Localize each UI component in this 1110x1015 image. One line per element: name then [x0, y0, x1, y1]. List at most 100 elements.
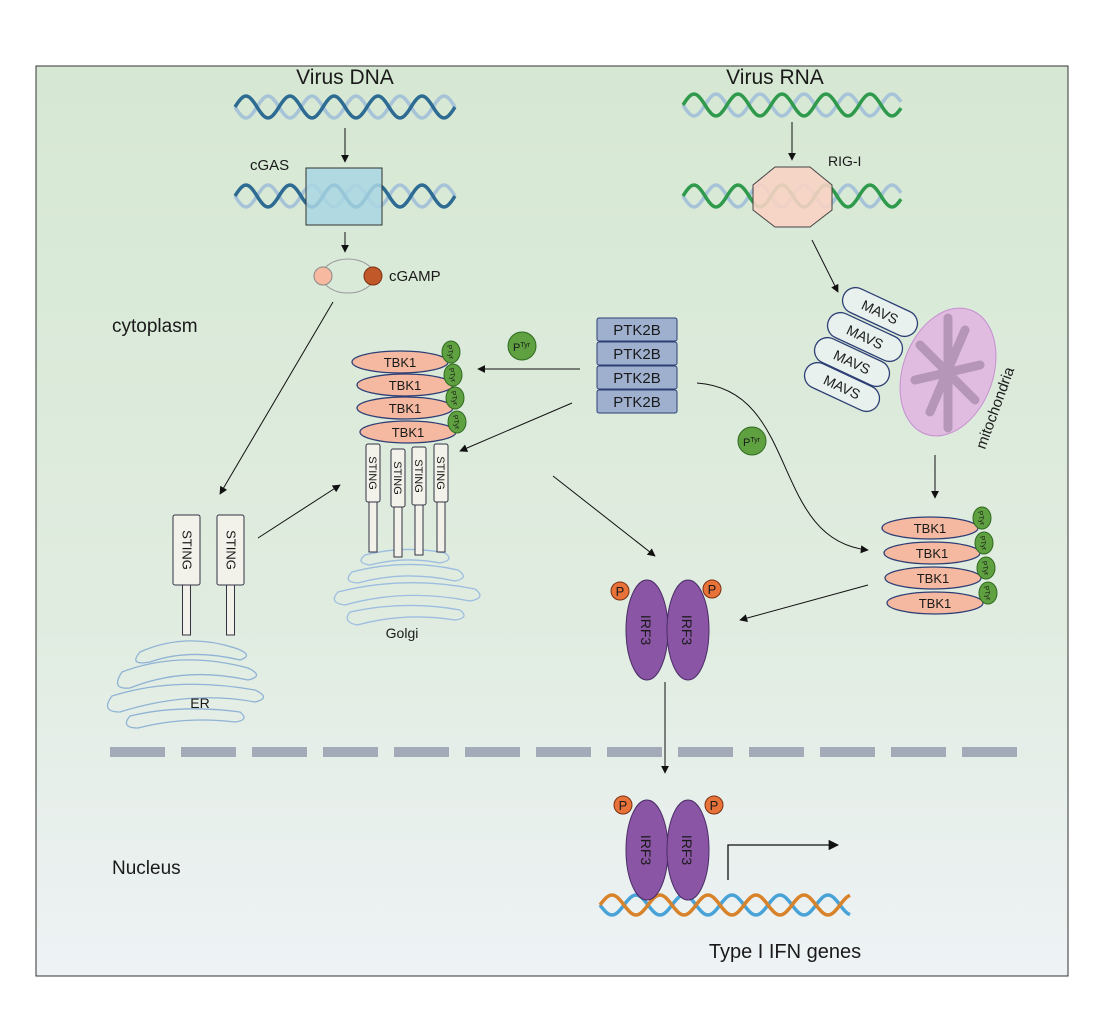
sting-label: STING [412, 459, 424, 493]
irf3-label: IRF3 [679, 615, 695, 646]
golgi-label: Golgi [386, 625, 419, 641]
sting-protein [365, 443, 381, 503]
phosphate-group [613, 795, 633, 815]
arrow [739, 584, 869, 622]
membrane-segment [536, 747, 591, 757]
irf3-label: IRF3 [638, 835, 654, 866]
ptyr-label: PTyr [445, 345, 455, 361]
nucleus-label: Nucleus [112, 858, 181, 879]
ptk2b-label: PTK2B [613, 394, 661, 411]
ptyr-modification [972, 506, 992, 530]
tbk1-label: TBK1 [389, 378, 422, 393]
membrane-segment [181, 747, 236, 757]
phosphate-group [702, 579, 722, 599]
phosphate-label: P [619, 798, 628, 813]
tbk1-label: TBK1 [917, 571, 950, 586]
sting-transmembrane [226, 584, 235, 636]
ptyr-label: PTyr [980, 561, 990, 577]
golgi-organelle [333, 548, 481, 626]
cgamp-nucleotide [363, 266, 383, 286]
rig-i-octagon [752, 166, 833, 228]
ptk2b-protein [596, 317, 678, 342]
sting-label: STING [434, 456, 446, 490]
svg-text:PTyr: PTyr [513, 342, 531, 354]
strand [233, 94, 457, 120]
virus-rna-label: Virus RNA [726, 66, 824, 89]
arrow [459, 402, 573, 452]
membrane-segment [678, 747, 733, 757]
virus-dna-helix [233, 94, 457, 120]
arrow [257, 484, 341, 539]
ptyr-label: PTyr [449, 391, 459, 407]
mitochondrion [899, 307, 997, 437]
membrane-segment [465, 747, 520, 757]
strand [598, 893, 851, 917]
er-label: ER [190, 695, 209, 711]
ptk2b-label: PTK2B [613, 370, 661, 387]
phosphate-label: P [616, 584, 625, 599]
arrow [219, 301, 334, 495]
sting-label: STING [224, 530, 239, 570]
ptyr-modification [976, 556, 996, 580]
cgas-box [305, 167, 383, 226]
membrane-segment [962, 747, 1017, 757]
cgamp-label: cGAMP [389, 268, 441, 285]
sting-transmembrane [182, 584, 191, 636]
ptyr-label: PTyr [982, 586, 992, 602]
ifn-genes-label: Type I IFN genes [709, 941, 861, 963]
transcription-arrow [727, 839, 840, 880]
helices [233, 92, 903, 209]
irf3-label: IRF3 [638, 615, 654, 646]
arrow [811, 239, 839, 293]
strand [681, 92, 903, 118]
membrane-segment [607, 747, 662, 757]
sting-label: STING [180, 530, 195, 570]
irf3-dimer-cytoplasm: IRF3 IRF3 P P [610, 579, 722, 681]
tbk1-label: TBK1 [392, 425, 425, 440]
ptyr-modification [974, 531, 994, 555]
tbk1-protein [884, 566, 982, 590]
tbk1-label: TBK1 [389, 401, 422, 416]
ptyr-label: PTyr [451, 415, 461, 431]
cgamp-nucleotide [313, 266, 333, 286]
membrane-segment [749, 747, 804, 757]
phosphate-group [704, 795, 724, 815]
er-organelle [106, 640, 265, 729]
phosphate-group [610, 581, 630, 601]
irf3-protein [666, 579, 710, 681]
ptk2b-label: PTK2B [613, 346, 661, 363]
membrane-segment [891, 747, 946, 757]
sting-transmembrane [436, 501, 446, 553]
ptk2b-protein [596, 389, 678, 414]
sting-transmembrane [414, 504, 424, 556]
sting-protein [411, 446, 427, 506]
virus-rna-helix [681, 92, 903, 118]
membrane-segment [323, 747, 378, 757]
tbk1-label: TBK1 [916, 546, 949, 561]
ptk2b-protein [596, 365, 678, 390]
membrane-segment [110, 747, 165, 757]
virus-dna-label: Virus DNA [296, 66, 394, 89]
sting-protein [172, 514, 201, 586]
ptyr-modification [445, 386, 465, 410]
tbk1-protein [886, 591, 984, 615]
membrane-segment [252, 747, 307, 757]
sting-label: STING [391, 461, 403, 495]
phosphate-label: P [708, 582, 717, 597]
tbk1-label: TBK1 [384, 355, 417, 370]
ptyr-modification [441, 340, 461, 364]
nuclear-membrane [110, 747, 1017, 757]
phosphate-label: P [710, 798, 719, 813]
er-sting-dimer: STING STING [172, 514, 245, 636]
irf3-label: IRF3 [679, 835, 695, 866]
svg-text:PTyr: PTyr [743, 437, 761, 449]
ptyr-modification [978, 581, 998, 605]
ptyr-free-left: PTyr [507, 331, 537, 361]
ptk2b-protein [596, 341, 678, 366]
irf3-dimer-nucleus: IRF3 IRF3 P P [613, 795, 724, 901]
